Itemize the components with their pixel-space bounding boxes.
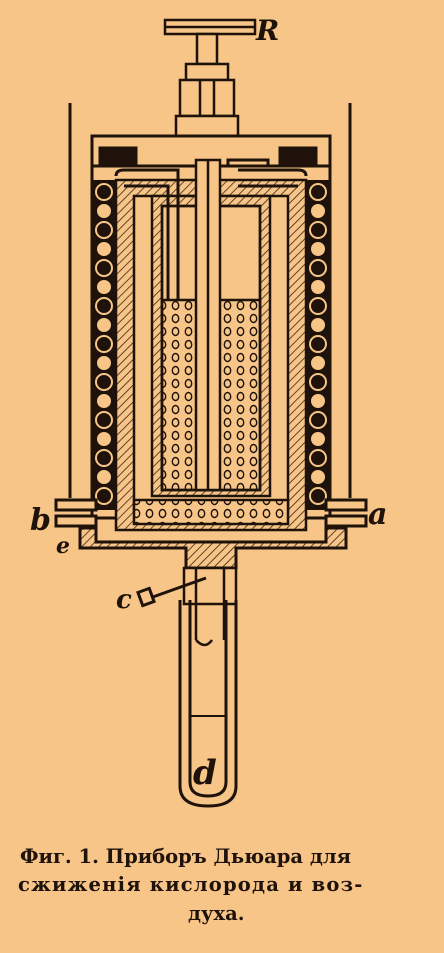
label-a: a <box>368 497 387 532</box>
coil-ring <box>95 487 113 505</box>
coil-ring <box>309 449 327 467</box>
label-c: c <box>116 585 132 615</box>
label-d: d <box>193 753 217 793</box>
coil-ring <box>309 373 327 391</box>
central-feed-pipe <box>194 158 222 492</box>
coil-ring <box>309 392 327 410</box>
coil-ring <box>309 316 327 334</box>
outer-guide-rods <box>68 103 352 498</box>
drain-neck <box>182 566 238 647</box>
coil-ring <box>95 278 113 296</box>
coil-ring <box>309 183 327 201</box>
coil-ring <box>309 240 327 258</box>
coil-ring <box>309 411 327 429</box>
coil-ring <box>95 354 113 372</box>
coil-ring <box>95 183 113 201</box>
coil-ring <box>95 202 113 220</box>
coil-ring <box>309 468 327 486</box>
coil-ring <box>309 259 327 277</box>
coil-ring <box>95 259 113 277</box>
coil-ring <box>95 297 113 315</box>
coil-ring <box>309 202 327 220</box>
caption-number: 1. <box>78 845 99 868</box>
coil-ring <box>95 335 113 353</box>
coil-ring <box>309 487 327 505</box>
valve-c-handle <box>136 576 207 608</box>
coil-ring <box>95 221 113 239</box>
coil-ring <box>95 449 113 467</box>
label-e: e <box>56 533 70 559</box>
coil-ring <box>309 221 327 239</box>
base-flange <box>54 498 368 570</box>
coil-ring <box>309 278 327 296</box>
caption-rest: Приборъ Дьюара для <box>98 845 351 868</box>
coil-ring <box>309 335 327 353</box>
top-side-pipes <box>114 168 308 300</box>
label-R: R <box>255 14 279 47</box>
collection-tube <box>178 600 238 808</box>
caption-line-3: духа. <box>188 902 245 925</box>
coil-ring <box>95 316 113 334</box>
caption-prefix: Фиг. <box>20 845 79 868</box>
coil-ring <box>95 373 113 391</box>
caption-line-1: Фиг. 1. Приборъ Дьюара для <box>20 842 351 871</box>
coil-ring <box>95 240 113 258</box>
coil-ring <box>309 430 327 448</box>
caption-line-2: сжиженія кислорода и воз- <box>18 873 364 896</box>
coil-ring <box>95 430 113 448</box>
coil-ring <box>95 468 113 486</box>
coil-ring <box>309 297 327 315</box>
coil-ring <box>95 392 113 410</box>
label-b: b <box>30 503 51 538</box>
coil-ring <box>309 354 327 372</box>
coil-ring <box>95 411 113 429</box>
valve-stem <box>163 18 257 300</box>
